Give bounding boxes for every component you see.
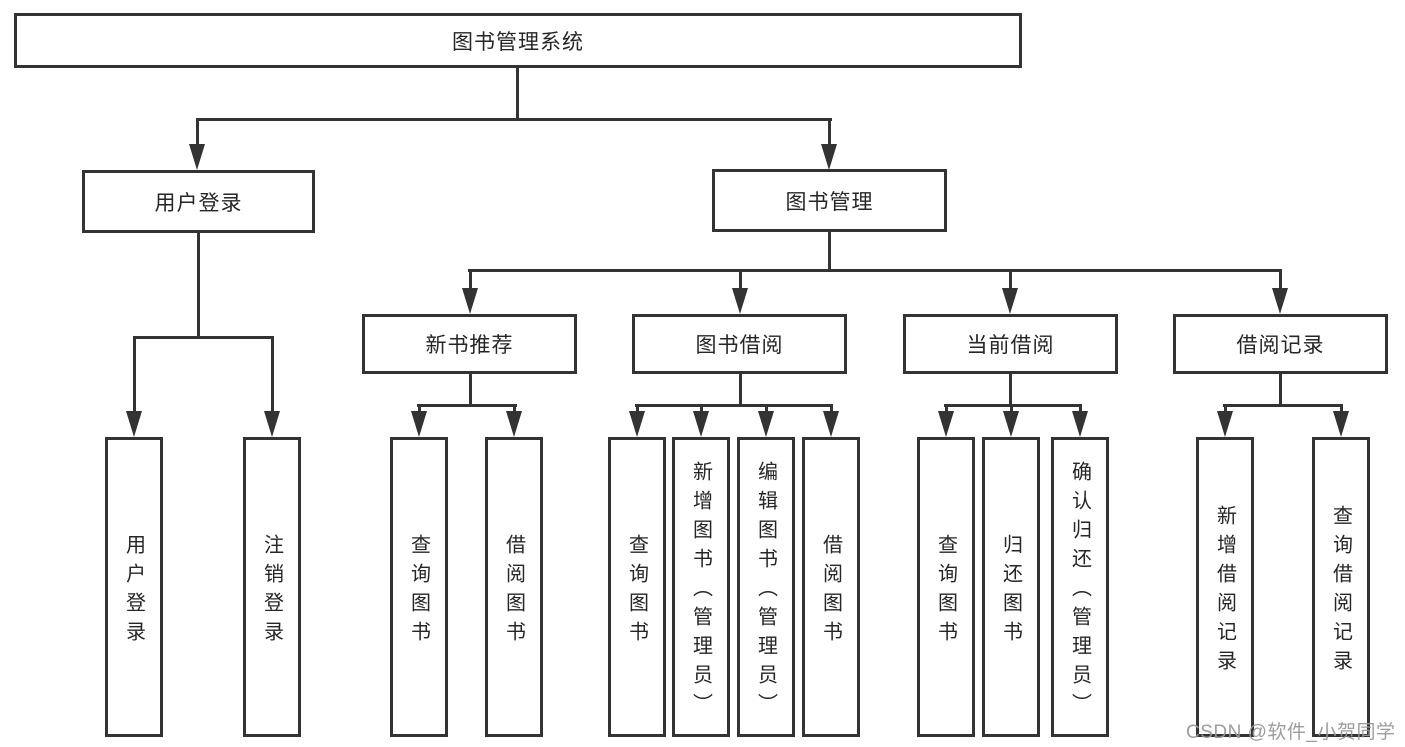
node-current-borrowing-label: 当前借阅 (966, 334, 1055, 357)
csdn-watermark: CSDN @软件_小贺同学 (1186, 722, 1396, 743)
arrow-down-icon (1217, 411, 1233, 437)
node-root: 图书管理系统 (14, 13, 1022, 68)
connector-cb-child1-line (945, 404, 948, 414)
connector-cb-stem (1009, 374, 1012, 406)
connector-br-child1-line (1224, 404, 1227, 414)
leaf-user-login: 用户登录 (105, 437, 163, 737)
arrow-down-icon (823, 411, 839, 437)
leaf-br-add-record: 新增借阅记录 (1196, 437, 1254, 737)
leaf-bb-edit-books-admin-label: 编辑图书（管理员） (754, 461, 777, 722)
connector-mgmt-child2-line (739, 269, 742, 291)
arrow-down-icon (938, 411, 954, 437)
node-current-borrowing: 当前借阅 (903, 314, 1118, 374)
leaf-user-login-label: 用户登录 (122, 533, 145, 650)
connector-user-login-line (196, 118, 199, 146)
connector-mgmt-bar (468, 269, 1282, 272)
connector-nbr-stem (469, 374, 472, 406)
leaf-bb-query-books: 查询图书 (608, 437, 666, 737)
node-borrow-records-label: 借阅记录 (1236, 334, 1325, 357)
leaf-bb-add-books-admin: 新增图书（管理员） (672, 437, 730, 737)
leaf-logout-label: 注销登录 (260, 533, 283, 650)
arrow-down-icon (1003, 411, 1019, 437)
leaf-logout: 注销登录 (243, 437, 301, 737)
connector-bb-child4-line (830, 404, 833, 414)
connector-user-stem (197, 233, 200, 338)
node-user-login: 用户登录 (82, 170, 315, 233)
arrow-down-icon (1002, 288, 1018, 314)
node-borrow-records: 借阅记录 (1173, 314, 1388, 374)
connector-bb-child2-line (700, 404, 703, 414)
connector-bb-child1-line (636, 404, 639, 414)
connector-mgmt-stem (828, 232, 831, 272)
connector-user-bar (133, 336, 274, 339)
connector-nbr-child1-line (418, 404, 421, 414)
leaf-nbr-query-books-label: 查询图书 (407, 533, 430, 650)
leaf-bb-query-books-label: 查询图书 (625, 533, 648, 650)
arrow-down-icon (411, 411, 427, 437)
connector-mgmt-child4-line (1279, 269, 1282, 291)
leaf-bb-borrow-books-label: 借阅图书 (819, 533, 842, 650)
connector-br-stem (1279, 374, 1282, 406)
connector-cb-child3-line (1079, 404, 1082, 414)
leaf-br-add-record-label: 新增借阅记录 (1213, 504, 1236, 679)
arrow-down-icon (189, 144, 205, 170)
connector-bb-child3-line (765, 404, 768, 414)
arrow-down-icon (1333, 411, 1349, 437)
arrow-down-icon (693, 411, 709, 437)
connector-br-bar (1223, 404, 1343, 407)
leaf-bb-borrow-books: 借阅图书 (802, 437, 860, 737)
leaf-cb-confirm-return-admin-label: 确认归还（管理员） (1068, 461, 1091, 722)
leaf-cb-confirm-return-admin: 确认归还（管理员） (1051, 437, 1109, 737)
arrow-down-icon (821, 144, 837, 170)
leaf-br-query-record-label: 查询借阅记录 (1329, 504, 1352, 679)
arrow-down-icon (732, 288, 748, 314)
leaf-nbr-borrow-books: 借阅图书 (485, 437, 543, 737)
arrow-down-icon (462, 288, 478, 314)
arrow-down-icon (629, 411, 645, 437)
leaf-nbr-query-books: 查询图书 (390, 437, 448, 737)
connector-cb-child2-line (1010, 404, 1013, 414)
connector-book-mgmt-line (828, 118, 831, 146)
connector-level1-bar (196, 118, 832, 121)
arrow-down-icon (1272, 288, 1288, 314)
node-book-management: 图书管理 (712, 169, 947, 232)
connector-user-child2-line (271, 336, 274, 414)
arrow-down-icon (758, 411, 774, 437)
node-new-book-recommend: 新书推荐 (362, 314, 577, 374)
connector-nbr-bar (417, 404, 517, 407)
connector-nbr-child2-line (513, 404, 516, 414)
leaf-cb-return-books-label: 归还图书 (999, 533, 1022, 650)
connector-bb-bar (635, 404, 833, 407)
arrow-down-icon (264, 411, 280, 437)
leaf-cb-return-books: 归还图书 (982, 437, 1040, 737)
arrow-down-icon (506, 411, 522, 437)
arrow-down-icon (126, 411, 142, 437)
node-root-label: 图书管理系统 (452, 30, 584, 54)
connector-mgmt-child1-line (469, 269, 472, 291)
arrow-down-icon (1072, 411, 1088, 437)
leaf-nbr-borrow-books-label: 借阅图书 (502, 533, 525, 650)
node-new-book-recommend-label: 新书推荐 (425, 334, 514, 357)
node-book-borrowing: 图书借阅 (632, 314, 847, 374)
node-book-borrowing-label: 图书借阅 (695, 334, 784, 357)
connector-user-child1-line (133, 336, 136, 414)
leaf-cb-query-books-label: 查询图书 (934, 533, 957, 650)
connector-br-child2-line (1340, 404, 1343, 414)
leaf-br-query-record: 查询借阅记录 (1312, 437, 1370, 737)
connector-root-stem (516, 68, 519, 121)
node-book-management-label: 图书管理 (785, 190, 874, 214)
leaf-bb-add-books-admin-label: 新增图书（管理员） (689, 461, 712, 722)
node-user-login-label: 用户登录 (154, 191, 243, 215)
connector-bb-stem (739, 374, 742, 406)
connector-mgmt-child3-line (1009, 269, 1012, 291)
leaf-cb-query-books: 查询图书 (917, 437, 975, 737)
leaf-bb-edit-books-admin: 编辑图书（管理员） (737, 437, 795, 737)
